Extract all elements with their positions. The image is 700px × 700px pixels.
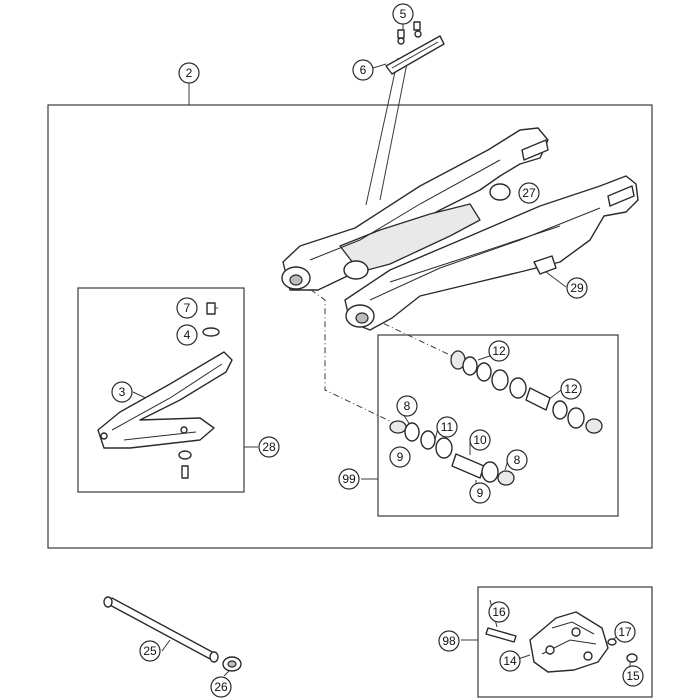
callout-12-upper: 12: [488, 340, 510, 362]
callout-4: 4: [176, 324, 198, 346]
svg-text:5: 5: [400, 7, 407, 21]
callout-27: 27: [518, 182, 540, 204]
callout-15: 15: [622, 665, 644, 687]
callout-11: 11: [436, 416, 458, 438]
svg-text:98: 98: [442, 634, 456, 648]
rear-axle: [103, 596, 219, 663]
callout-25: 25: [139, 640, 161, 662]
svg-text:10: 10: [473, 433, 487, 447]
svg-text:8: 8: [404, 399, 411, 413]
svg-text:12: 12: [564, 382, 578, 396]
axle-nut: [222, 656, 242, 672]
svg-text:8: 8: [514, 453, 521, 467]
svg-text:12: 12: [492, 344, 506, 358]
chain-slider-kit-frame: [77, 287, 245, 493]
callout-3: 3: [111, 381, 133, 403]
callout-99: 99: [338, 468, 360, 490]
callout-29: 29: [566, 277, 588, 299]
chain-guide-kit-frame: [477, 586, 653, 698]
chain-slider: [97, 302, 233, 479]
callout-2: 2: [178, 62, 200, 84]
bearing-kit-frame: [377, 334, 619, 517]
svg-text:14: 14: [503, 654, 517, 668]
svg-text:3: 3: [119, 385, 126, 399]
callout-6: 6: [352, 59, 374, 81]
callout-8-left: 8: [396, 395, 418, 417]
svg-text:28: 28: [262, 440, 276, 454]
svg-text:2: 2: [186, 66, 193, 80]
callout-98: 98: [438, 630, 460, 652]
callout-7: 7: [176, 297, 198, 319]
svg-text:29: 29: [570, 281, 584, 295]
svg-text:16: 16: [492, 605, 506, 619]
callout-5: 5: [392, 3, 414, 25]
svg-text:99: 99: [342, 472, 356, 486]
chain-slider-bracket: [385, 21, 445, 75]
svg-text:11: 11: [441, 420, 454, 434]
callout-28: 28: [258, 436, 280, 458]
callout-10: 10: [469, 429, 491, 451]
chain-guide: [485, 611, 638, 673]
svg-text:6: 6: [360, 63, 367, 77]
callout-12-right: 12: [560, 378, 582, 400]
svg-text:26: 26: [214, 680, 228, 694]
swingarm: [281, 127, 639, 331]
svg-text:15: 15: [626, 669, 640, 683]
callout-9-left: 9: [389, 446, 411, 468]
pivot-bearing-set: [389, 350, 603, 486]
svg-text:27: 27: [522, 186, 536, 200]
callout-14: 14: [499, 650, 521, 672]
svg-text:9: 9: [477, 486, 484, 500]
svg-text:9: 9: [397, 450, 404, 464]
callout-26: 26: [210, 676, 232, 698]
callout-17: 17: [614, 621, 636, 643]
svg-text:25: 25: [143, 644, 157, 658]
callout-9-right: 9: [469, 482, 491, 504]
callout-8-right: 8: [506, 449, 528, 471]
svg-text:7: 7: [184, 301, 191, 315]
callout-16: 16: [488, 601, 510, 623]
main-assembly-frame: [47, 104, 653, 549]
leader-lines: [132, 24, 631, 677]
svg-text:4: 4: [184, 328, 191, 342]
svg-text:17: 17: [618, 625, 632, 639]
